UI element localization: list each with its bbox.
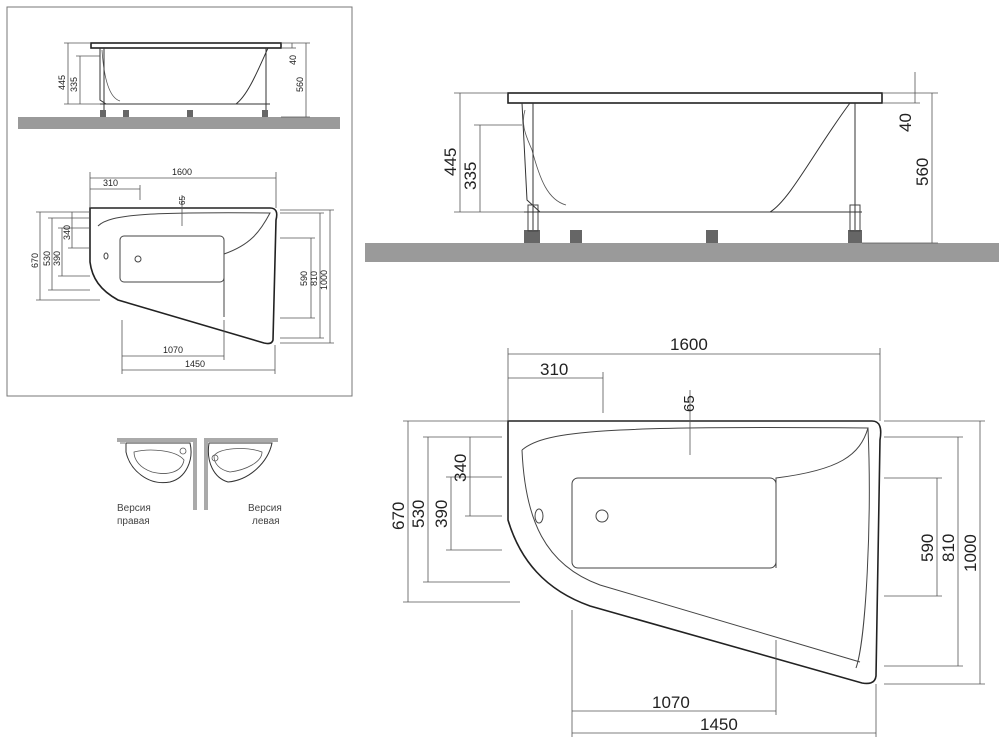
large-dim-340: 340 [451,454,470,482]
small-dim-335: 335 [69,77,79,92]
small-dim-530: 530 [42,251,52,266]
version-left-icon [204,438,278,510]
small-dim-65: 65 [178,196,187,205]
small-dim-1070: 1070 [163,345,183,355]
small-dim-1450: 1450 [185,359,205,369]
small-dim-810: 810 [309,271,319,286]
large-dim-590: 590 [918,534,937,562]
overview-frame [6,6,353,397]
small-dim-1000: 1000 [319,270,329,290]
small-dim-445: 445 [57,75,67,90]
large-side-view: 445 335 40 560 [365,72,999,262]
version-left-label-2: левая [252,516,280,527]
small-top-view: 1600 310 65 1070 1450 670 530 390 340 [30,167,334,374]
large-top-view: 1600 310 65 1070 1450 670 530 390 340 [389,335,985,737]
version-right-label-1: Версия [117,503,151,514]
large-dim-1450: 1450 [700,715,738,734]
large-dim-1070: 1070 [652,693,690,712]
large-dim-445: 445 [441,148,460,176]
small-dim-40: 40 [288,55,298,65]
large-dim-560: 560 [913,158,932,186]
small-side-view: 445 335 40 560 [18,42,340,129]
large-dim-1600: 1600 [670,335,708,354]
small-dim-670: 670 [30,253,40,268]
large-dim-310: 310 [540,360,568,379]
small-dim-1600: 1600 [172,167,192,177]
small-dim-590: 590 [299,271,309,286]
version-right-label-2: правая [117,516,150,527]
large-dim-40: 40 [896,113,915,132]
small-dim-560: 560 [295,77,305,92]
large-dim-530: 530 [409,500,428,528]
small-dim-390: 390 [52,251,62,266]
small-dim-340: 340 [62,225,72,240]
large-dim-65: 65 [681,395,698,412]
large-dim-810: 810 [939,534,958,562]
small-dim-310: 310 [103,178,118,188]
large-dim-1000: 1000 [961,534,980,572]
large-dim-670: 670 [389,502,408,530]
version-right-icon [117,438,197,510]
version-left-label-1: Версия [248,503,282,514]
large-dim-390: 390 [432,500,451,528]
large-dim-335: 335 [461,162,480,190]
